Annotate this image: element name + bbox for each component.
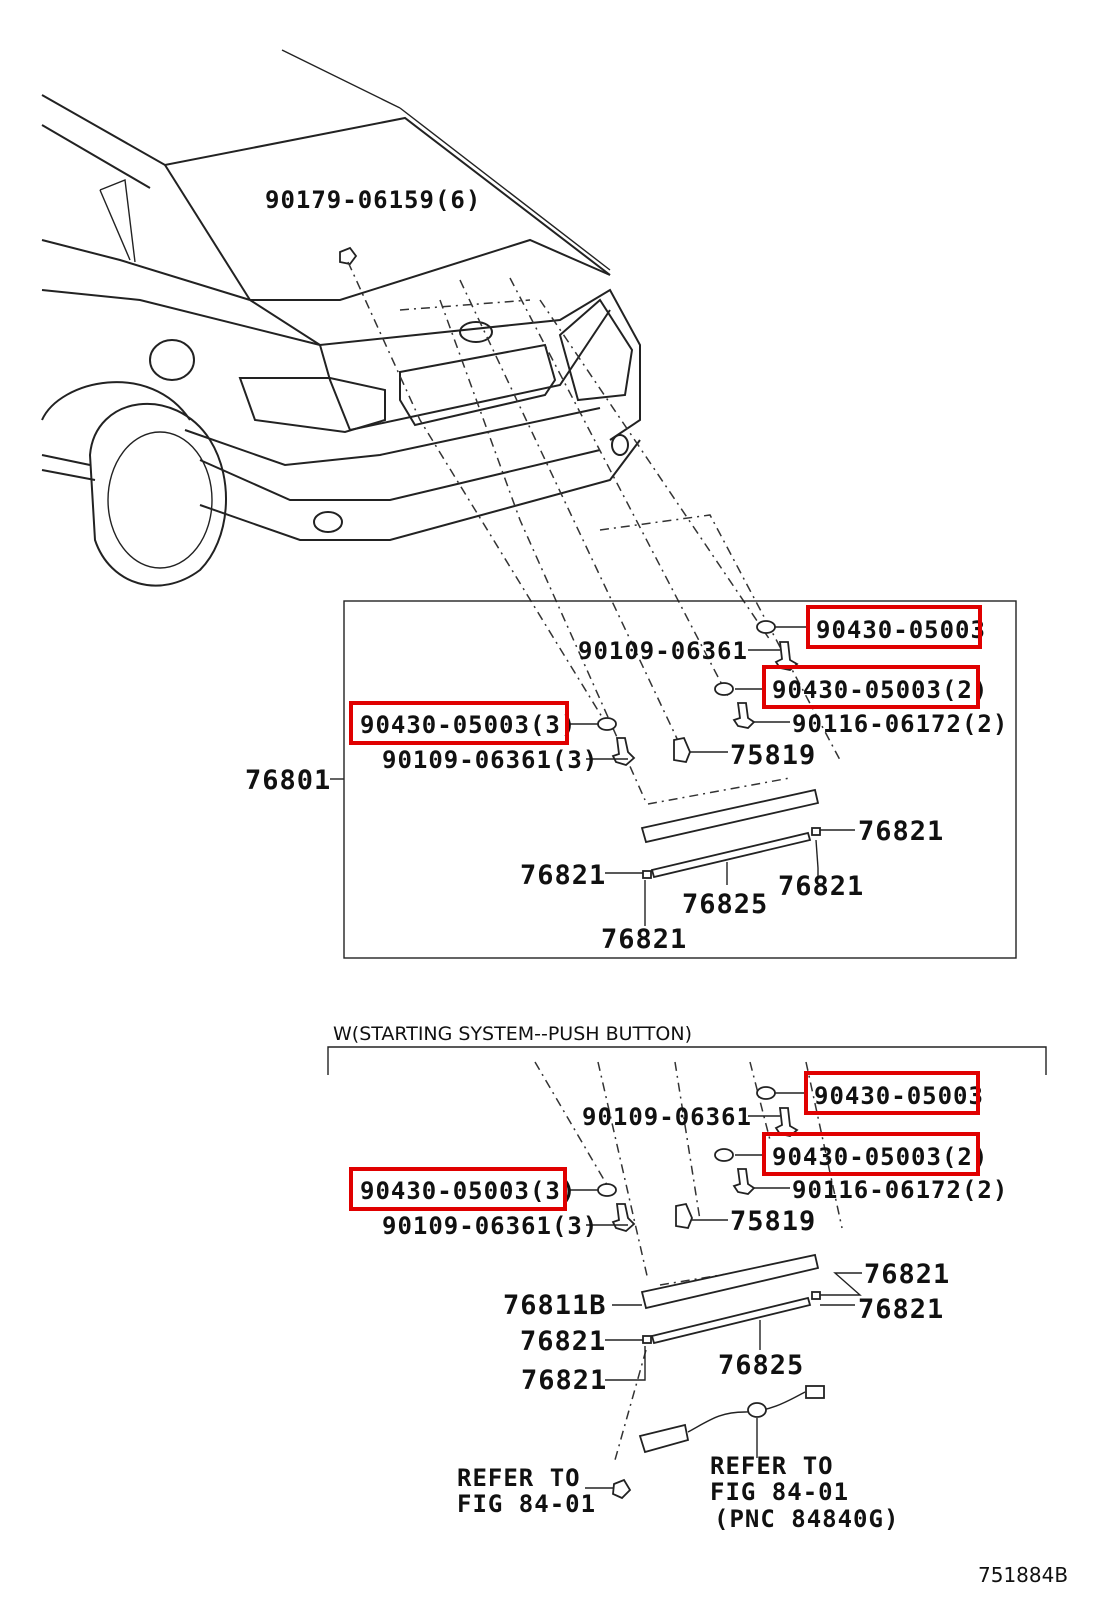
refer-left-line1: REFER TO — [457, 1464, 581, 1492]
label-lower-90430-05003-right-b: 90430-05003(2) — [772, 1143, 988, 1171]
label-90109-06361-a: 90109-06361 — [578, 637, 748, 665]
upper-parts — [597, 620, 821, 916]
label-lower-90430-05003-right-a: 90430-05003 — [814, 1082, 984, 1110]
label-lower-90109-06361-a: 90109-06361 — [582, 1103, 752, 1131]
highlight-lower-left — [349, 1167, 567, 1211]
refer-right-line3: (PNC 84840G) — [714, 1505, 899, 1533]
highlight-upper-right-b — [762, 665, 980, 709]
car-rear-illustration — [41, 49, 641, 587]
figure-code: 751884B — [978, 1563, 1068, 1587]
refer-left-line2: FIG 84-01 — [457, 1490, 596, 1518]
label-76801: 76801 — [245, 765, 331, 796]
label-lower-76821-tr: 76821 — [864, 1259, 950, 1290]
refer-right-line1: REFER TO — [710, 1452, 834, 1480]
upper-leaders — [570, 626, 855, 926]
label-lower-90109-06361-left: 90109-06361(3) — [382, 1212, 598, 1240]
lower-bracket — [327, 1046, 1047, 1075]
lower-parts — [597, 1086, 825, 1500]
label-lower-90116-06172: 90116-06172(2) — [792, 1176, 1008, 1204]
label-90179-06159: 90179-06159(6) — [265, 186, 481, 214]
refer-right-line2: FIG 84-01 — [710, 1478, 849, 1506]
label-lower-76821-l2: 76821 — [521, 1365, 607, 1396]
label-lower-90430-05003-left: 90430-05003(3) — [360, 1177, 576, 1205]
label-lower-76811B: 76811B — [503, 1290, 607, 1321]
highlight-upper-right-a — [806, 605, 982, 649]
label-76821-right-low: 76821 — [778, 871, 864, 902]
highlight-upper-left — [349, 701, 569, 745]
label-76821-bottom: 76821 — [601, 924, 687, 955]
lower-leaders — [570, 1092, 862, 1489]
upper-dash-lines — [347, 261, 841, 801]
label-76821-left: 76821 — [520, 860, 606, 891]
label-lower-76825: 76825 — [718, 1350, 804, 1381]
label-76821-right: 76821 — [858, 816, 944, 847]
highlight-lower-right-a — [804, 1071, 980, 1115]
label-90109-06361-left: 90109-06361(3) — [382, 746, 598, 774]
label-90430-05003-right-b: 90430-05003(2) — [772, 676, 988, 704]
label-76825: 76825 — [682, 889, 768, 920]
condition-label: W(STARTING SYSTEM--PUSH BUTTON) — [333, 1023, 692, 1045]
label-90116-06172: 90116-06172(2) — [792, 710, 1008, 738]
label-lower-76821-r: 76821 — [858, 1294, 944, 1325]
label-90430-05003-right-a: 90430-05003 — [816, 616, 986, 644]
label-90430-05003-left: 90430-05003(3) — [360, 711, 576, 739]
label-75819: 75819 — [730, 740, 816, 771]
label-lower-75819: 75819 — [730, 1206, 816, 1237]
label-lower-76821-l1: 76821 — [520, 1326, 606, 1357]
highlight-lower-right-b — [762, 1132, 980, 1176]
